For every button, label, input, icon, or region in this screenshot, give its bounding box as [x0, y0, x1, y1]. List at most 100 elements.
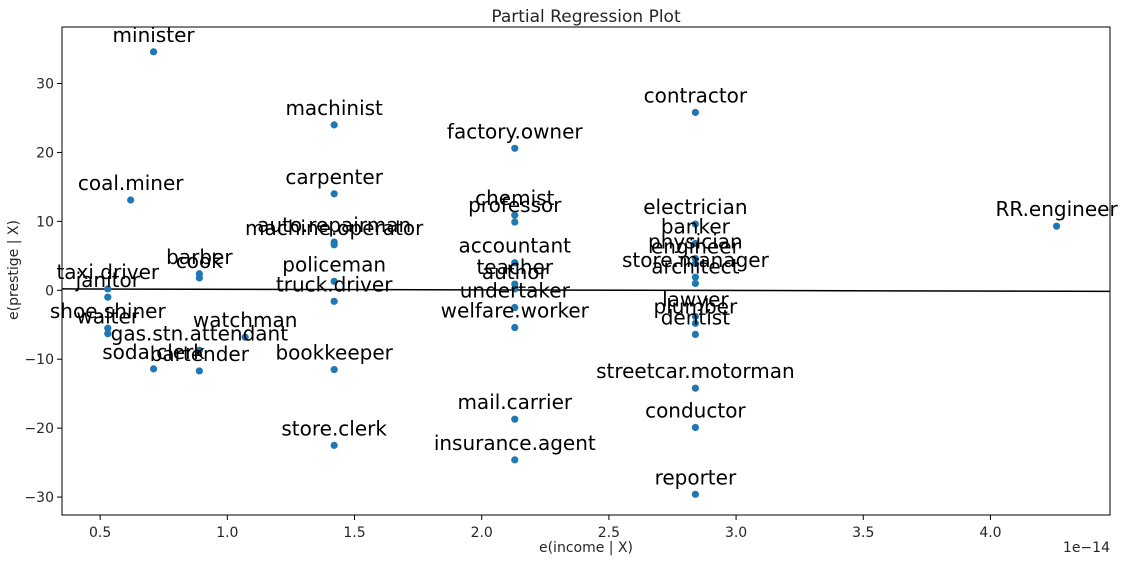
point-label: bookkeeper — [275, 341, 393, 365]
point-label: mail.carrier — [457, 390, 572, 414]
point-label: truck.driver — [276, 272, 393, 296]
data-point — [691, 319, 699, 327]
point-label: store.clerk — [281, 416, 387, 440]
point-label: teacher — [476, 255, 553, 279]
point-label: coal.miner — [78, 171, 184, 195]
point-label: reporter — [655, 465, 737, 489]
y-tick-label: 0 — [45, 283, 54, 299]
data-point — [330, 190, 338, 198]
point-label: policeman — [282, 252, 386, 276]
point-label: chemist — [475, 186, 554, 210]
point-label: factory.owner — [447, 119, 584, 143]
y-tick-label: −20 — [24, 421, 54, 437]
point-label: electrician — [643, 195, 747, 219]
point-label: waiter — [77, 305, 140, 329]
data-point — [104, 324, 112, 332]
point-label: taxi.driver — [56, 260, 159, 284]
fit-line-layer — [62, 288, 1110, 293]
plot-frame — [61, 26, 1111, 516]
point-label: watchman — [193, 308, 298, 332]
point-label: welfare.worker — [441, 299, 590, 323]
point-label: minister — [113, 23, 196, 47]
data-point — [511, 259, 519, 267]
data-point — [691, 330, 699, 339]
data-point — [149, 48, 158, 56]
data-point — [691, 239, 699, 248]
data-point — [241, 333, 249, 341]
data-point — [511, 415, 519, 423]
chart-title: Partial Regression Plot — [491, 7, 681, 27]
point-label: dentist — [661, 305, 730, 329]
x-tick-label: 3.0 — [725, 525, 747, 541]
data-point — [511, 323, 519, 332]
data-point — [691, 384, 699, 392]
point-label: contractor — [644, 83, 748, 107]
point-label: lawyer — [662, 287, 729, 311]
data-point — [691, 273, 699, 281]
data-point — [330, 297, 338, 305]
point-label: professor — [468, 193, 562, 217]
point-label: auto.repairman — [257, 213, 411, 237]
data-point — [195, 346, 203, 354]
data-point — [691, 312, 699, 321]
x-tick-label: 4.0 — [979, 525, 1001, 541]
point-label: shoe.shiner — [50, 299, 167, 323]
point-label: undertaker — [460, 279, 571, 303]
point-label: architect — [651, 254, 739, 278]
point-label: engineer — [651, 234, 741, 258]
x-axis-offset-label: 1e−14 — [1063, 540, 1110, 556]
data-point — [104, 293, 112, 301]
data-point — [330, 241, 338, 249]
data-point — [691, 259, 699, 268]
point-labels-layer: minister machinist contractor factory.owner… — [50, 23, 1119, 490]
x-tick-label: 2.0 — [471, 525, 493, 541]
point-label: author — [482, 260, 549, 284]
x-tick-label: 1.5 — [343, 525, 365, 541]
fit-line — [62, 288, 1110, 293]
data-point — [104, 285, 112, 293]
point-label: banker — [661, 214, 731, 238]
point-label: conductor — [645, 398, 746, 422]
y-axis-label: e(prestige | X) — [6, 220, 22, 320]
point-label: bartender — [150, 342, 250, 366]
data-point — [511, 218, 519, 226]
point-label: cook — [176, 249, 223, 273]
y-tick-label: 20 — [36, 145, 54, 161]
x-tick-label: 2.5 — [598, 525, 620, 541]
x-tick-label: 0.5 — [89, 525, 111, 541]
data-point — [195, 367, 203, 375]
point-label: store.manager — [622, 248, 770, 272]
data-point — [691, 220, 699, 228]
data-point — [511, 285, 519, 293]
data-point — [511, 303, 519, 312]
point-label: machine.operator — [245, 216, 424, 240]
data-point — [691, 108, 699, 117]
point-label: carpenter — [285, 165, 383, 189]
y-tick-label: 30 — [36, 77, 54, 93]
y-tick-label: 10 — [36, 214, 54, 230]
x-tick-label: 1.0 — [216, 525, 238, 541]
data-point — [1052, 222, 1061, 230]
data-point — [330, 441, 338, 449]
x-axis-label: e(income | X) — [539, 540, 633, 556]
points-layer — [104, 48, 1061, 498]
plot-area — [62, 27, 1110, 515]
y-tick-label: −10 — [24, 352, 54, 368]
data-point — [691, 279, 699, 288]
data-point — [195, 274, 203, 282]
y-tick-label: −30 — [24, 490, 54, 506]
point-label: soda.clerk — [102, 340, 205, 364]
data-point — [104, 330, 112, 338]
point-label: accountant — [459, 234, 572, 258]
point-label: machinist — [285, 96, 383, 120]
data-point — [149, 365, 158, 373]
data-point — [511, 211, 519, 219]
point-label: plumber — [654, 294, 738, 318]
point-label: RR.engineer — [995, 197, 1118, 221]
point-label: gas.stn.attendant — [111, 321, 289, 345]
data-point — [127, 196, 135, 204]
point-label: streetcar.motorman — [596, 359, 795, 383]
data-point — [691, 490, 699, 498]
